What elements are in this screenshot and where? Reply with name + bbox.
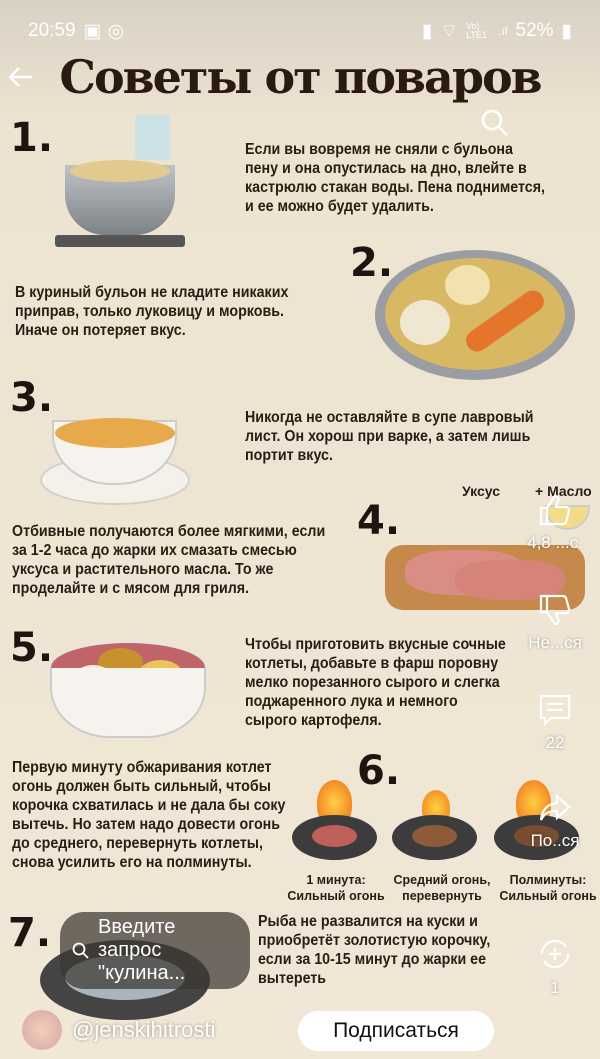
comment-count: 22 [545,733,565,752]
like-count: 4,8 ...с. [527,533,583,552]
tip-text: Если вы вовремя не сняли с бульона пену … [245,141,546,215]
search-placeholder: Введите запрос "кулина... [98,916,186,984]
author-avatar[interactable] [22,1010,62,1050]
signal-icon: .ıl [498,24,508,38]
share-label: По..ся [530,831,580,850]
tip-number: 2. [350,240,394,286]
pan-caption: Средний огонь, перевернуть [393,873,491,903]
remix-count: 1 [550,978,560,997]
tip-text: Первую минуту обжаривания котлет огонь д… [12,759,286,871]
time: 20:59 [28,20,76,41]
like-button[interactable]: 4,8 ...с. [515,492,595,553]
network-label: Vo) LTE1 [466,21,487,40]
post-title: Советы от поваров [59,50,542,104]
status-bar: 20:59 ▣ ◎ ▮ ⌔ Vo) LTE1 .ıl 52% ▮ [28,18,572,44]
back-button[interactable] [6,62,36,97]
remix-icon [540,939,570,969]
steak-board-illustration [385,500,595,615]
battery-level: 52% [515,20,554,41]
comments-button[interactable]: 22 [515,692,595,753]
pan-illustration [494,780,584,870]
mince-bowl-illustration [48,640,208,740]
search-bar[interactable]: Введите запрос "кулина... [60,912,250,989]
tip-text: Рыба не развалится на куски и приобретёт… [258,913,491,987]
share-button[interactable]: По..ся [515,790,595,851]
search-button[interactable] [480,108,510,143]
subscribe-button[interactable]: Подписаться [298,1011,494,1051]
pan-illustration [292,780,382,870]
tip-number: 5. [10,625,54,671]
pot-illustration [55,115,185,250]
tip-number: 6. [357,748,401,794]
oil-label: + Масло [535,483,592,499]
pan-illustration [392,780,482,870]
battery-saver-icon: ▮ [421,20,433,42]
comment-icon [539,694,571,727]
tip-number: 1. [10,115,54,161]
search-icon [481,109,508,136]
tip-text: Отбивные получаются более мягкими, если … [12,523,326,597]
vinegar-label: Уксус [462,483,501,499]
sync-icon: ◎ [107,20,125,42]
share-icon [539,793,571,821]
pan-caption: 1 минута: Сильный огонь [287,873,385,903]
remix-button[interactable]: 1 [515,935,595,998]
pan-caption: Полминуты: Сильный огонь [499,873,597,903]
tip-number: 4. [357,498,401,544]
author-handle[interactable]: @jenskihitrosti [72,1017,216,1042]
dislike-label: Не...ся [528,633,582,652]
tip-text: Чтобы приготовить вкусные сочные котлеты… [245,636,506,729]
dislike-button[interactable]: Не...ся [515,592,595,653]
battery-icon: ▮ [561,20,572,42]
back-arrow-icon [8,67,32,87]
pot-broth-illustration [365,240,585,380]
soup-bowl-illustration [40,400,190,510]
wifi-icon: ⌔ [440,21,459,42]
tip-text: Никогда не оставляйте в супе лавровый ли… [245,409,534,464]
thumbs-down-icon [539,594,571,626]
tip-number: 3. [10,375,54,421]
tip-number: 7. [8,910,52,956]
tip-text: В куриный бульон не кладите никаких прип… [15,284,289,339]
search-icon [72,942,89,959]
thumbs-up-icon [539,494,571,526]
gallery-icon: ▣ [83,20,102,42]
